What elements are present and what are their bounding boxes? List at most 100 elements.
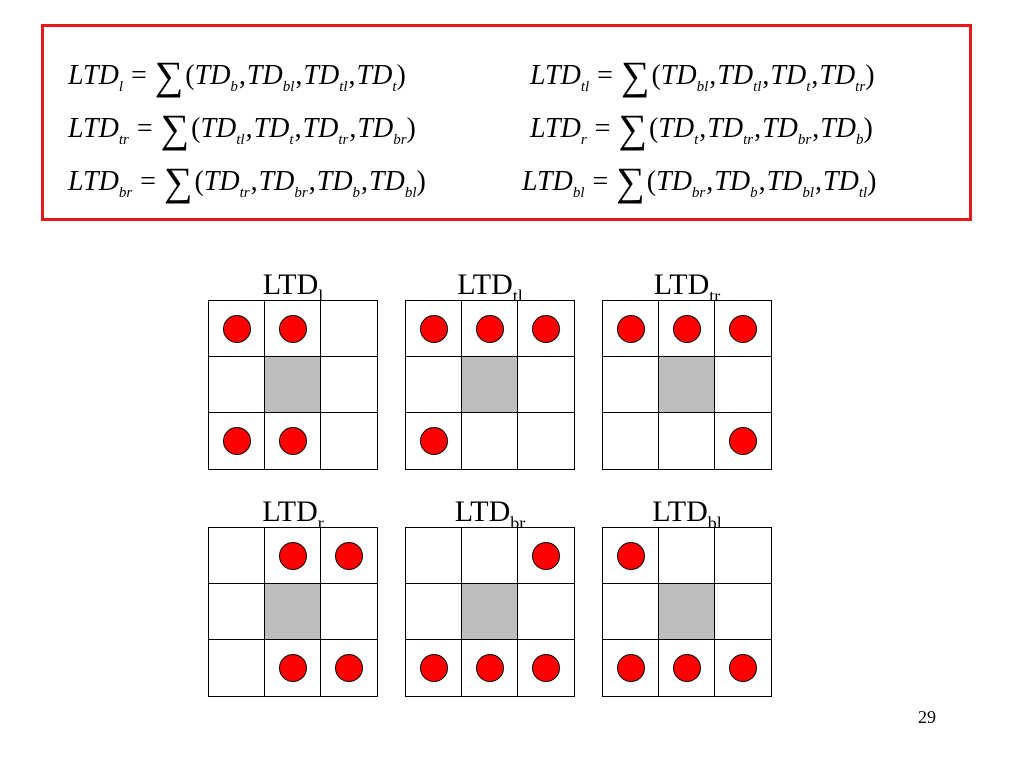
- grid-cell: [603, 357, 659, 413]
- red-dot: [419, 654, 448, 682]
- red-dot: [532, 541, 560, 570]
- close-paren: ): [863, 113, 873, 144]
- grid-cell: [321, 584, 377, 640]
- comma: ,: [245, 113, 253, 144]
- formula-term-subscript: tr: [855, 79, 866, 95]
- red-dot: [278, 427, 307, 455]
- panel-title-subscript: l: [318, 286, 324, 306]
- formula-lhs: LTD: [522, 166, 573, 197]
- formula-lhs: LTD: [530, 113, 581, 144]
- close-paren: ): [867, 166, 877, 197]
- comma: ,: [812, 113, 820, 144]
- grid-cell: [715, 357, 771, 413]
- red-dot: [222, 314, 251, 343]
- grid-cell: [321, 413, 377, 469]
- comma: ,: [308, 166, 316, 197]
- red-dot: [729, 654, 757, 682]
- equals-sign: =: [130, 60, 147, 91]
- red-dot: [616, 314, 645, 343]
- red-dot: [532, 314, 560, 343]
- comma: ,: [754, 113, 762, 144]
- formula-ltd-r: LTDr=∑(TDt,TDtr,TDbr,TDb): [530, 107, 873, 151]
- formula-term: TD: [717, 60, 754, 91]
- formula-term: TD: [253, 113, 290, 144]
- panel-title-subscript: tr: [709, 286, 721, 306]
- formula-lhs: LTD: [68, 113, 119, 144]
- formula-lhs-subscript: tr: [118, 132, 129, 148]
- equals-sign: =: [597, 60, 613, 91]
- formula-lhs-subscript: tl: [580, 79, 590, 95]
- formula-term: TD: [823, 166, 859, 197]
- red-dot: [616, 654, 645, 682]
- grid-cell: [209, 584, 265, 640]
- red-dot: [475, 654, 504, 682]
- formula-term: TD: [762, 113, 798, 144]
- formula-term: TD: [356, 60, 393, 91]
- neighborhood-grid: [602, 527, 772, 697]
- grid-cell: [603, 640, 659, 696]
- grid-cell: [715, 301, 771, 357]
- panel-title: LTDtr: [602, 268, 772, 306]
- summation-symbol: ∑: [616, 159, 645, 204]
- panel-title-base: LTD: [262, 495, 318, 528]
- formula-term-subscript: tr: [743, 132, 754, 148]
- grid-cell: [715, 413, 771, 469]
- equals-sign: =: [594, 113, 611, 144]
- comma: ,: [295, 60, 303, 91]
- grid-cell: [406, 528, 462, 584]
- grid-cell: [265, 528, 321, 584]
- formula-term: TD: [658, 113, 695, 144]
- summation-symbol: ∑: [154, 53, 184, 98]
- center-cell: [462, 584, 518, 640]
- grid-cell: [518, 584, 574, 640]
- formula-term-subscript: br: [691, 185, 706, 201]
- comma: ,: [709, 60, 717, 91]
- panel-title-base: LTD: [653, 268, 710, 301]
- formula-term: TD: [656, 166, 692, 197]
- comma: ,: [238, 60, 246, 91]
- equals-sign: =: [140, 166, 156, 197]
- formula-lhs-subscript: l: [118, 79, 123, 95]
- comma: ,: [348, 60, 356, 91]
- grid-cell: [462, 528, 518, 584]
- formula-ltd-bl: LTDbl=∑(TDbr,TDb,TDbl,TDtl): [522, 160, 877, 204]
- close-paren: ): [416, 166, 426, 197]
- red-dot: [475, 314, 504, 343]
- summation-symbol: ∑: [163, 159, 193, 204]
- panel-title-base: LTD: [262, 268, 319, 301]
- panel-title: LTDl: [208, 268, 378, 306]
- red-dot: [672, 314, 701, 343]
- neighborhood-grid: [405, 300, 575, 470]
- grid-cell: [462, 413, 518, 469]
- formula-term-subscript: t: [694, 132, 699, 148]
- grid-cell: [659, 413, 715, 469]
- red-dot: [419, 427, 448, 455]
- grid-cell: [659, 640, 715, 696]
- formula-term-subscript: br: [294, 185, 308, 201]
- formula-term-subscript: tr: [338, 132, 349, 148]
- formula-term-subscript: tl: [858, 185, 868, 201]
- neighborhood-grid: [208, 527, 378, 697]
- grid-cell: [518, 357, 574, 413]
- formula-lhs-subscript: bl: [572, 185, 585, 201]
- grid-cell: [209, 528, 265, 584]
- comma: ,: [250, 166, 258, 197]
- panel-title-base: LTD: [457, 268, 513, 301]
- equals-sign: =: [136, 113, 153, 144]
- comma: ,: [294, 113, 302, 144]
- formula-lhs: LTD: [530, 60, 581, 91]
- grid-cell: [603, 301, 659, 357]
- panel-title-subscript: r: [317, 513, 324, 533]
- panel-title-base: LTD: [454, 495, 511, 528]
- open-paren: (: [651, 60, 661, 91]
- formula-term-subscript: tr: [239, 185, 250, 201]
- open-paren: (: [194, 166, 204, 197]
- grid-cell: [659, 301, 715, 357]
- grid-cell: [406, 357, 462, 413]
- formula-term: TD: [258, 166, 295, 197]
- formula-term: TD: [770, 60, 807, 91]
- formula-term: TD: [707, 113, 744, 144]
- formula-term: TD: [203, 166, 240, 197]
- comma: ,: [811, 60, 819, 91]
- comma: ,: [699, 113, 707, 144]
